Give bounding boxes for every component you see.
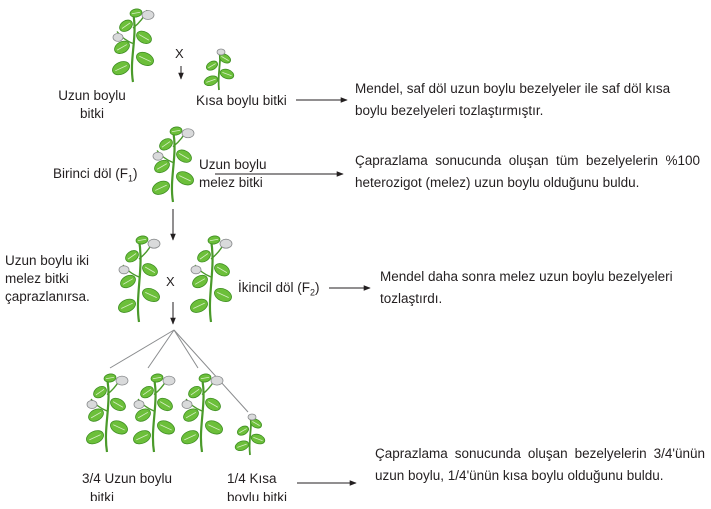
tall-parent-label: Uzun boylu bitki (58, 88, 126, 121)
parent-cross-symbol: X (175, 46, 184, 61)
f2-cross-symbol: X (166, 274, 175, 289)
f2-note: Mendel daha sonra melez uzun boylu bezel… (380, 269, 673, 306)
f2-generation-label: İkincil döl (F2) (238, 280, 320, 298)
short-parent-plant-icon (203, 48, 235, 91)
offspring-note: Çaprazlama sonucunda oluşan bezelyelerin… (375, 446, 705, 483)
f2-cross-description: Uzun boylu iki melez bitki çaprazlanırsa… (5, 253, 90, 304)
f2-hybrid-plant-right-icon (190, 235, 233, 323)
f1-hybrid-plant-icon (152, 126, 195, 203)
f2-hybrid-plant-left-icon (118, 235, 161, 323)
short-parent-label: Kısa boylu bitki (196, 93, 287, 108)
offspring-tall-plant-1-icon (86, 373, 129, 453)
parents-note: Mendel, saf döl uzun boylu bezelyeler il… (355, 81, 671, 118)
offspring-tall-plant-2-icon (133, 373, 176, 453)
f1-generation-label: Birinci döl (F1) (53, 166, 138, 184)
offspring-short-plant-icon (234, 413, 266, 456)
offspring-fan-lines (109, 329, 249, 413)
tall-offspring-label: 3/4 Uzun boylu bitki (82, 471, 173, 501)
short-offspring-label: 1/4 Kısa boylu bitki (227, 471, 288, 501)
tall-parent-plant-icon (112, 8, 155, 83)
f1-hybrid-label: Uzun boylu melez bitki (199, 157, 267, 190)
offspring-tall-plant-3-icon (181, 373, 224, 453)
f1-note: Çaprazlama sonucunda oluşan tüm bezelyel… (355, 153, 700, 190)
